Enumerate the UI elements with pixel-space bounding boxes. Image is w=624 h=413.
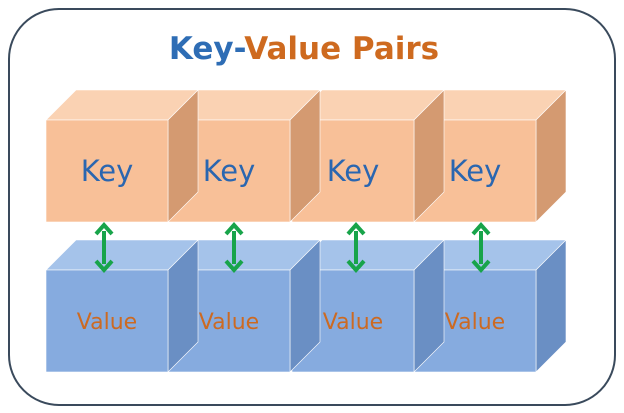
- value-cube-front: [45, 269, 169, 373]
- diagram-title: Key-Value Pairs: [169, 31, 439, 67]
- key-cube: Key: [45, 89, 199, 223]
- value-cube-label: Value: [445, 310, 505, 335]
- link-arrow-head-down: [471, 259, 491, 274]
- key-cube-label: Key: [81, 154, 134, 188]
- key-cube-front: [45, 119, 169, 223]
- link-arrow: [224, 221, 244, 274]
- link-arrow-head-up: [346, 221, 366, 236]
- value-cube-label: Value: [199, 310, 259, 335]
- link-arrow-head-up: [224, 221, 244, 236]
- link-arrow: [346, 221, 366, 274]
- value-cube: Value: [45, 239, 199, 373]
- key-cube-label: Key: [327, 154, 380, 188]
- title-key-part: Key-: [169, 31, 246, 67]
- value-cube-label: Value: [323, 310, 383, 335]
- link-arrow-head-down: [94, 259, 114, 274]
- title-value-part: Value Pairs: [244, 31, 439, 67]
- value-cube-label: Value: [77, 310, 137, 335]
- link-arrow: [471, 221, 491, 274]
- key-cube-label: Key: [203, 154, 256, 188]
- link-arrow-head-up: [94, 221, 114, 236]
- key-cube-label: Key: [449, 154, 502, 188]
- link-arrow-head-up: [471, 221, 491, 236]
- link-arrow-head-down: [224, 259, 244, 274]
- link-arrow: [94, 221, 114, 274]
- link-arrow-head-down: [346, 259, 366, 274]
- key-cube: Key: [167, 89, 321, 223]
